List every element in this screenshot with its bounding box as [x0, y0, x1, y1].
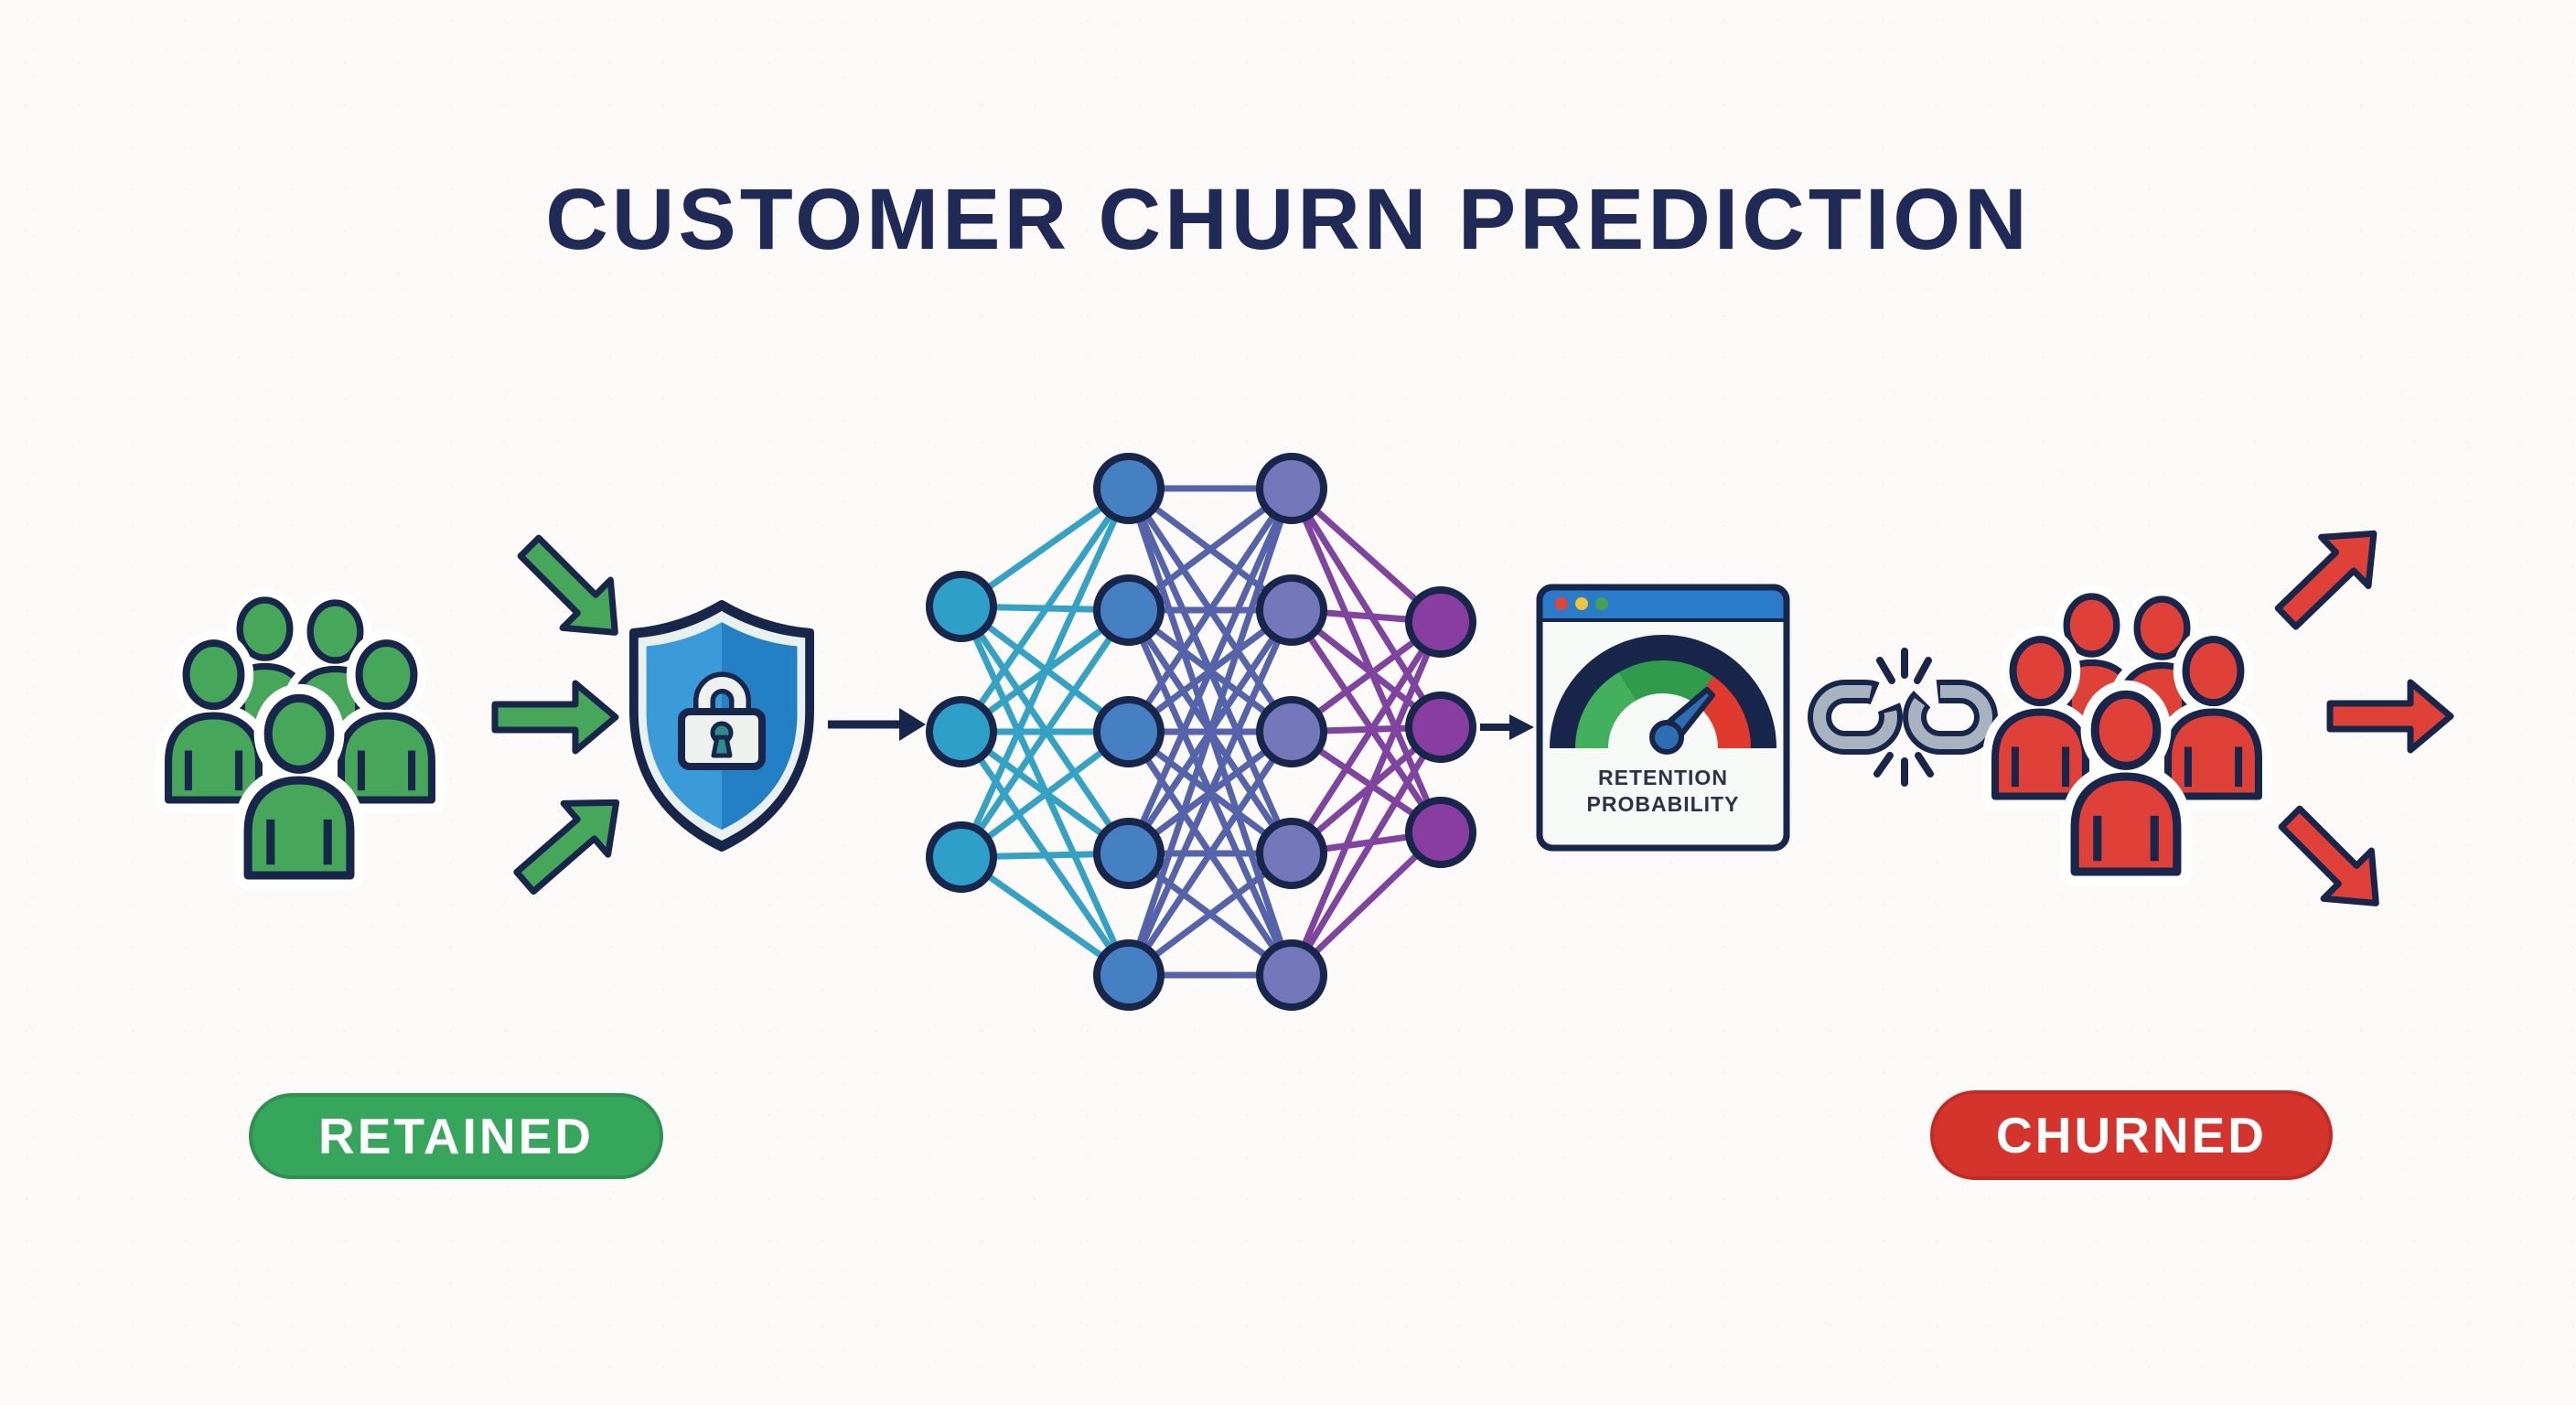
lock-icon — [678, 671, 766, 770]
window-dot-red-icon — [1555, 597, 1568, 610]
retained-badge: RETAINED — [249, 1093, 663, 1179]
gauge-caption-line1: RETENTION — [1598, 766, 1728, 789]
browser-window-icon — [1536, 584, 1790, 852]
churned-customers-group-icon — [1995, 596, 2259, 872]
inflow-arrows — [495, 523, 639, 907]
broken-chain-icon — [1808, 648, 1998, 787]
window-dot-green-icon — [1595, 597, 1608, 610]
break-burst-icon — [1873, 648, 1934, 787]
outflow-arrow-middle-icon — [2330, 682, 2451, 750]
page-title: CUSTOMER CHURN PREDICTION — [545, 171, 2031, 268]
outflow-arrow-down-icon — [2267, 794, 2400, 928]
flow-arrow-network-to-gauge-icon — [1480, 714, 1534, 740]
inflow-arrow-top-icon — [506, 523, 639, 657]
outflow-arrows — [2263, 509, 2451, 928]
gauge-caption: RETENTION PROBABILITY — [1540, 765, 1787, 818]
retained-customers-group-icon — [168, 600, 432, 875]
inflow-arrow-middle-icon — [495, 683, 616, 751]
churned-badge: CHURNED — [1930, 1090, 2333, 1180]
window-dot-yellow-icon — [1575, 597, 1588, 610]
gauge-caption-line2: PROBABILITY — [1586, 792, 1740, 816]
outflow-arrow-up-icon — [2263, 509, 2397, 642]
neural-network-icon — [926, 453, 1476, 1011]
gauge-icon — [1550, 635, 1776, 755]
shield-lock-icon — [629, 600, 814, 852]
inflow-arrow-bottom-icon — [503, 777, 639, 906]
flow-arrow-shield-to-network-icon — [828, 708, 926, 741]
